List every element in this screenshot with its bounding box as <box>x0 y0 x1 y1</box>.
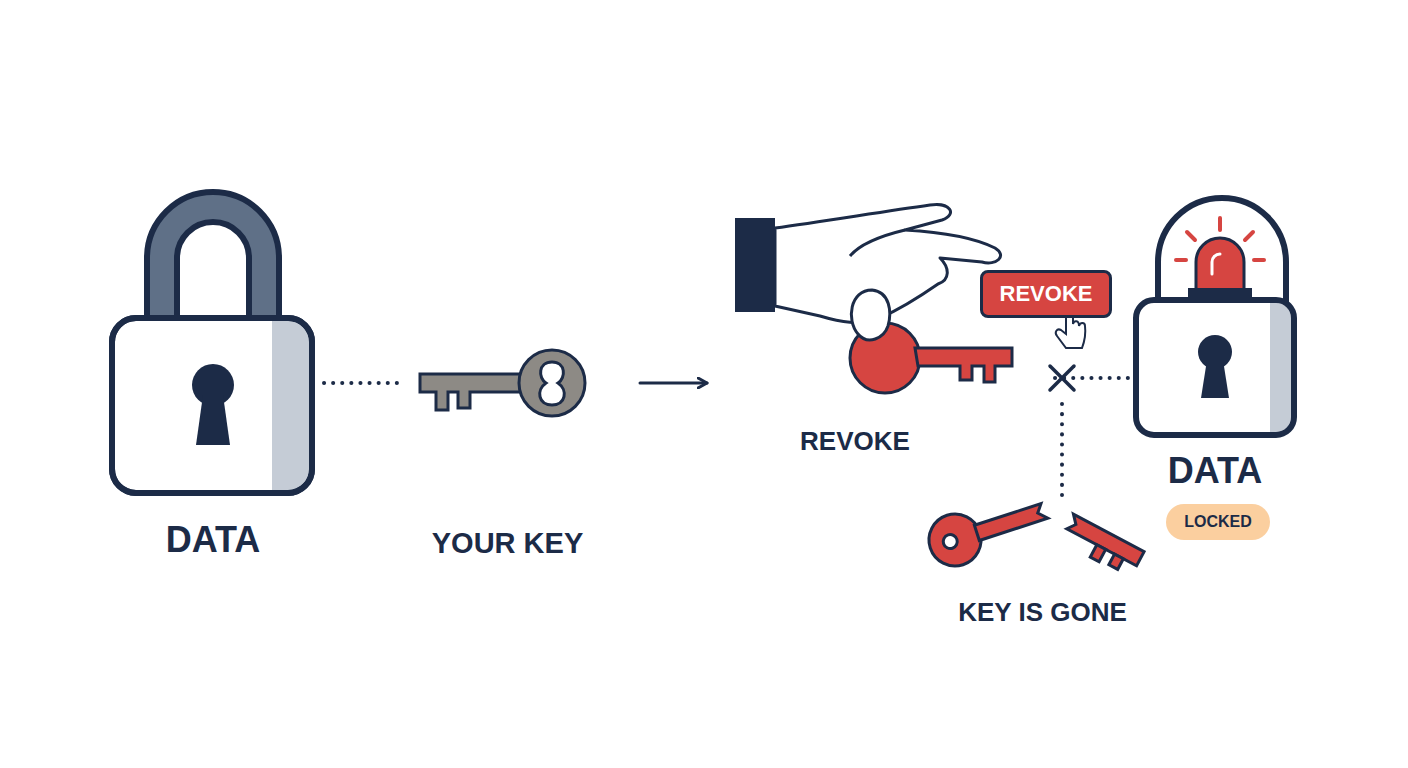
node-label: REVOKE <box>800 427 910 456</box>
node-label: YOUR KEY <box>432 528 583 560</box>
broken-key-icon <box>922 486 1144 578</box>
node-label: DATA <box>166 520 261 560</box>
node-label: KEY IS GONE <box>958 598 1127 627</box>
node-label: REVOKE <box>1000 282 1093 306</box>
revoke-button: REVOKE <box>980 270 1112 318</box>
alarm-padlock-icon <box>1136 198 1294 435</box>
key-node: YOUR KEY <box>415 335 600 560</box>
dotted-connector <box>324 381 403 385</box>
hand-icon <box>735 205 1012 393</box>
hand-node: REVOKE <box>735 200 975 456</box>
caption-node: KEY IS GONE <box>920 585 1165 627</box>
node-label: LOCKED <box>1184 513 1252 531</box>
padlock-icon <box>112 207 312 493</box>
lock-node: DATA <box>110 195 316 560</box>
lock-node: DATA <box>1130 195 1300 491</box>
key-icon <box>420 350 585 416</box>
dotted-connector <box>1055 376 1128 380</box>
status-badge: LOCKED <box>1166 504 1270 540</box>
node-label: DATA <box>1168 451 1263 491</box>
dotted-line <box>1060 404 1064 496</box>
arrow-connector <box>640 382 707 385</box>
